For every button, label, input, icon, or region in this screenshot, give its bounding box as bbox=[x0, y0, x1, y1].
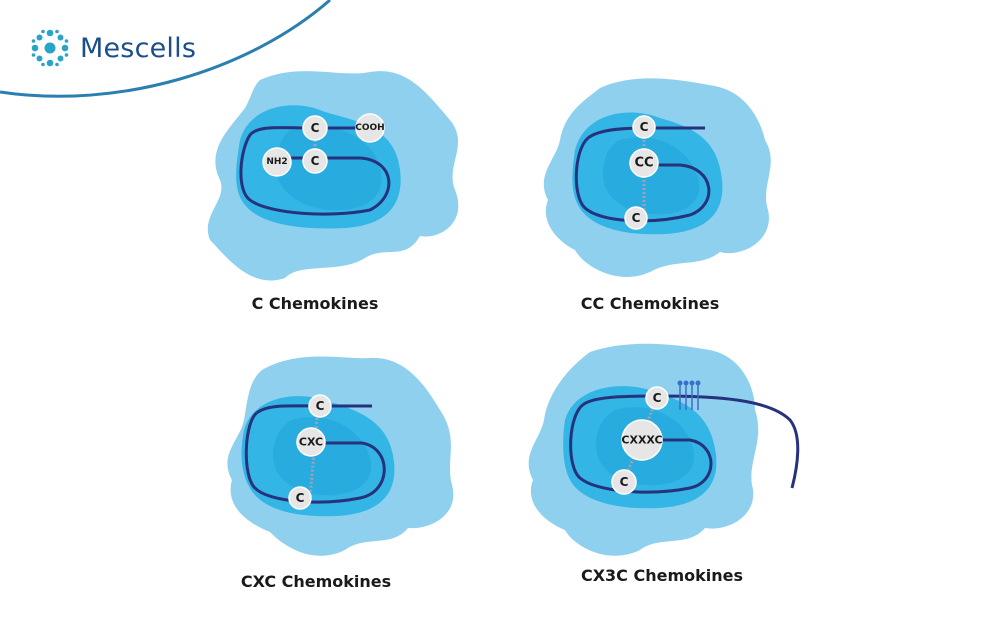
node-label: C bbox=[316, 399, 325, 413]
caption-cxc-chemokines: CXC Chemokines bbox=[240, 572, 392, 591]
node-label: C bbox=[653, 391, 662, 405]
node-cysteine-bottom: C bbox=[288, 486, 312, 510]
terminal-label: COOH bbox=[355, 123, 384, 133]
cell-inner-lobe bbox=[275, 126, 382, 211]
node-terminal-cooh: COOH bbox=[355, 113, 385, 143]
node-label: CXC bbox=[299, 436, 323, 449]
node-label: C bbox=[620, 475, 629, 489]
node-label: C bbox=[296, 491, 305, 505]
polypeptide-chain bbox=[569, 394, 800, 494]
node-cysteine-top: C bbox=[302, 115, 328, 141]
node-cysteine-xxx: CXXXC bbox=[621, 419, 663, 461]
node-cysteine-pair: CC bbox=[629, 148, 659, 178]
cell-inner bbox=[241, 396, 395, 517]
node-label: C bbox=[311, 154, 320, 168]
node-label: CC bbox=[634, 156, 653, 171]
cell-cluster-icon bbox=[31, 29, 69, 67]
caption-c-chemokines: C Chemokines bbox=[251, 294, 379, 313]
node-label: C bbox=[632, 211, 641, 225]
node-cysteine-bottom: C bbox=[624, 206, 648, 230]
brand-logo: Mescells bbox=[30, 26, 196, 70]
polypeptide-chain bbox=[239, 126, 391, 216]
terminal-label: NH2 bbox=[266, 157, 287, 167]
panel-cc-chemokines: C CC C bbox=[543, 78, 771, 277]
polypeptide-chain bbox=[244, 404, 386, 504]
panel-c-chemokines: C C COOH NH2 bbox=[207, 71, 459, 281]
brand-name: Mescells bbox=[80, 32, 197, 64]
header-arc bbox=[0, 0, 331, 98]
node-cysteine-top: C bbox=[645, 386, 669, 410]
node-label: CXXXC bbox=[621, 434, 662, 447]
node-label: C bbox=[311, 121, 320, 135]
caption-cx3c-chemokines: CX3C Chemokines bbox=[580, 566, 744, 585]
node-cysteine-top: C bbox=[632, 115, 656, 139]
node-cysteine-top: C bbox=[308, 394, 332, 418]
panel-cxc-chemokines: C CXC C bbox=[227, 356, 454, 556]
membrane-anchor bbox=[677, 380, 701, 410]
node-label: C bbox=[640, 120, 649, 134]
polypeptide-chain bbox=[574, 126, 711, 223]
disulfide-bond bbox=[308, 405, 320, 499]
node-cysteine-x: CXC bbox=[296, 427, 326, 457]
node-cysteine-bottom: C bbox=[611, 469, 637, 495]
panel-cx3c-chemokines: C CXXXC C bbox=[528, 343, 800, 556]
node-terminal-nh2: NH2 bbox=[262, 147, 292, 177]
node-cysteine-bottom: C bbox=[302, 148, 328, 174]
caption-cc-chemokines: CC Chemokines bbox=[580, 294, 720, 313]
